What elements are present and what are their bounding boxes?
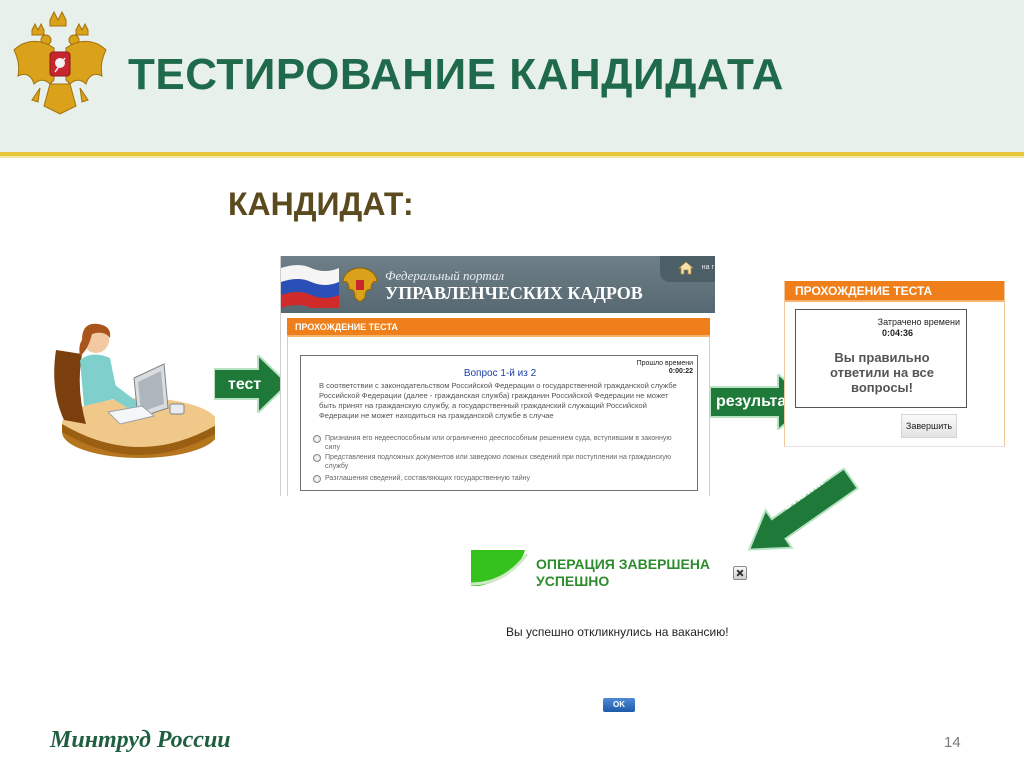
home-icon[interactable]: [678, 261, 694, 275]
portal-test-screenshot: Федеральный портал УПРАВЛЕНЧЕСКИХ КАДРОВ…: [280, 256, 715, 496]
success-title-line2: УСПЕШНО: [536, 573, 610, 589]
arrow-test-label: тест: [228, 376, 262, 393]
question-number: Вопрос 1-й из 2: [463, 368, 537, 379]
test-result-screenshot: ПРОХОЖДЕНИЕ ТЕСТА Затрачено времени 0:04…: [784, 281, 1005, 447]
portal-emblem-icon: [342, 267, 378, 303]
close-icon[interactable]: [733, 566, 747, 580]
slide-title: ТЕСТИРОВАНИЕ КАНДИДАТА: [128, 50, 784, 99]
result-section-bar: ПРОХОЖДЕНИЕ ТЕСТА: [785, 281, 1004, 302]
footer-brand: Минтруд России: [50, 727, 231, 753]
radio-button[interactable]: [313, 435, 321, 443]
arrow-result-label: результат: [716, 393, 795, 410]
portal-name-line1: Федеральный портал: [385, 268, 505, 283]
finish-button[interactable]: Завершить: [901, 414, 957, 438]
test-section-title: ПРОХОЖДЕНИЕ ТЕСТА: [295, 322, 398, 332]
elapsed-time-label: Прошло времени: [636, 360, 693, 367]
russian-flag-icon: [281, 265, 339, 308]
result-message: Вы правильно ответили на все вопросы!: [830, 350, 934, 395]
question-box: Прошло времени 0:00:22 Вопрос 1-й из 2 В…: [300, 355, 698, 491]
answer-option-text: Представления подложных документов или з…: [325, 454, 672, 470]
slide-header: [0, 0, 1024, 152]
candidate-at-computer-illustration: [54, 323, 215, 458]
ok-button[interactable]: OK: [603, 698, 635, 712]
spent-time-value: 0:04:36: [882, 328, 914, 338]
arrow-right-test-icon: [214, 355, 288, 413]
coat-of-arms-icon: [13, 10, 107, 115]
result-box: Затрачено времени 0:04:36 Вы правильно о…: [795, 309, 967, 408]
spent-time-label: Затрачено времени: [877, 317, 960, 327]
portal-home-tab[interactable]: на г: [660, 256, 715, 282]
success-badge-icon: [471, 550, 529, 588]
header-divider: [0, 152, 1024, 156]
elapsed-time-value: 0:00:22: [668, 368, 693, 375]
radio-button[interactable]: [313, 454, 321, 462]
section-subtitle: КАНДИДАТ:: [228, 186, 414, 222]
header-divider-light: [0, 156, 1024, 158]
page-number: 14: [944, 734, 961, 751]
test-panel: Прошло времени 0:00:22 Вопрос 1-й из 2 В…: [287, 337, 710, 496]
portal-header: Федеральный портал УПРАВЛЕНЧЕСКИХ КАДРОВ…: [281, 256, 715, 313]
result-section-title: ПРОХОЖДЕНИЕ ТЕСТА: [795, 284, 933, 298]
radio-button[interactable]: [313, 475, 321, 483]
success-title-line1: ОПЕРАЦИЯ ЗАВЕРШЕНА: [536, 556, 711, 572]
answer-option-text: Признания его недееспособным или огранич…: [325, 435, 672, 451]
arrow-down-left-response-icon: [747, 468, 860, 551]
success-title: ОПЕРАЦИЯ ЗАВЕРШЕНА УСПЕШНО: [536, 556, 710, 590]
success-message: Вы успешно откликнулись на вакансию!: [506, 625, 729, 639]
test-section-bar: ПРОХОЖДЕНИЕ ТЕСТА: [287, 318, 710, 337]
answer-option-text: Разглашения сведений, составляющих госуд…: [325, 475, 530, 482]
question-text: В соответствии с законодательством Росси…: [319, 381, 677, 420]
portal-name-line2: УПРАВЛЕНЧЕСКИХ КАДРОВ: [385, 283, 643, 303]
portal-tab-text: на г: [701, 264, 714, 271]
